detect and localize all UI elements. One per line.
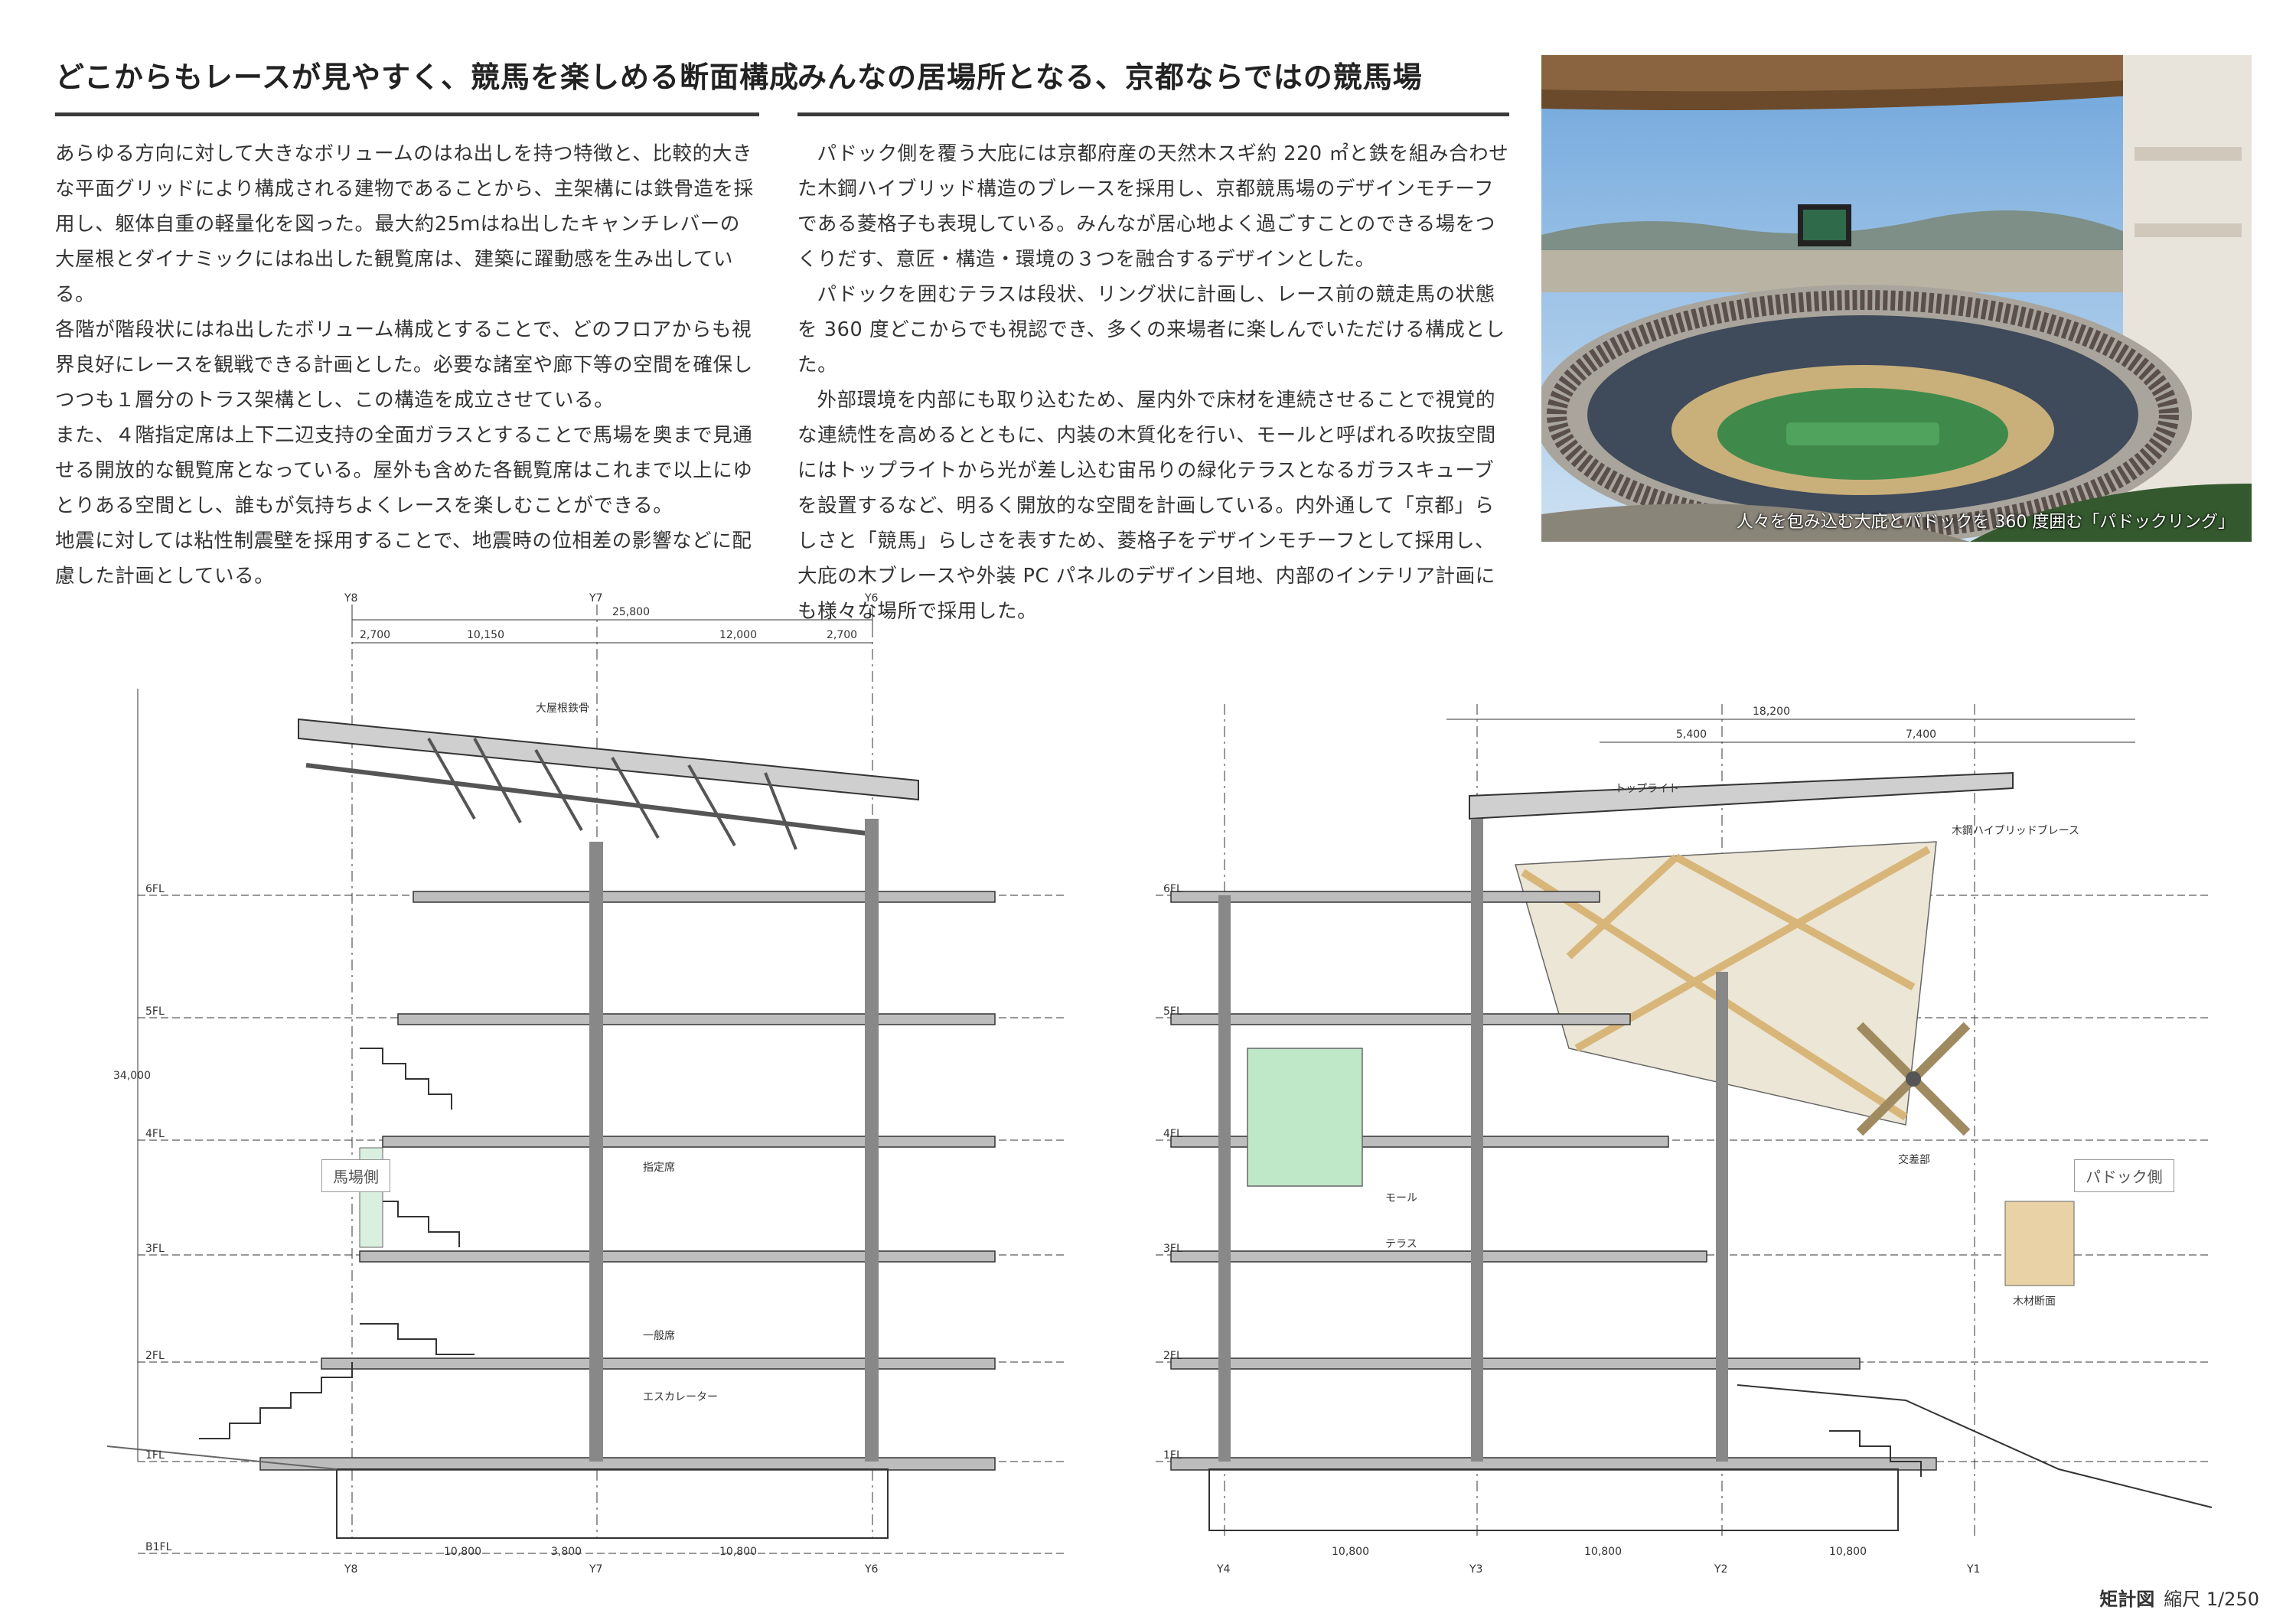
left-body: あらゆる方向に対して大きなボリュームのはね出しを持つ特徴と、比較的大きな平面グリ… bbox=[55, 136, 759, 594]
dim-bottom: 10,800 bbox=[1584, 1546, 1622, 1558]
dim-top-4: 2,700 bbox=[827, 629, 857, 641]
middle-paragraph: 外部環境を内部にも取り込むため、屋内外で床材を連続させることで視覚的な連続性を高… bbox=[797, 389, 1496, 623]
floor-label: 5FL bbox=[145, 1005, 165, 1018]
grid-label-bottom: Y6 bbox=[864, 1563, 879, 1576]
dim-bottom: 10,800 bbox=[1829, 1546, 1867, 1558]
dim-bottom: 10,800 bbox=[444, 1546, 481, 1558]
section-drawing-paddockside: 18,200 5,400 7,400 Y4 Y3 Y2 Y1 10,800 10… bbox=[1140, 589, 2273, 1584]
callout: トップライト bbox=[1615, 783, 1679, 795]
left-paragraph: 各階が階段状にはね出したボリューム構成とすることで、どのフロアからも視界良好にレ… bbox=[55, 318, 753, 412]
dim-top-1: 2,700 bbox=[360, 629, 390, 641]
callout: モール bbox=[1385, 1192, 1417, 1204]
left-paragraph: あらゆる方向に対して大きなボリュームのはね出しを持つ特徴と、比較的大きな平面グリ… bbox=[55, 142, 754, 306]
floor-label: 1FL bbox=[145, 1449, 165, 1462]
grid-label-bottom: Y1 bbox=[1966, 1563, 1980, 1576]
section-drawing-trackside: 25,800 2,700 10,150 12,000 2,700 Y8 Y7 Y… bbox=[106, 589, 1125, 1584]
callout: テラス bbox=[1385, 1238, 1417, 1250]
left-heading: どこからもレースが見やすく、競馬を楽しめる断面構成 bbox=[55, 54, 798, 116]
floor-label: 6FL bbox=[1163, 883, 1182, 895]
callout: 大屋根鉄骨 bbox=[536, 702, 589, 715]
middle-body: パドック側を覆う大庇には京都府産の天然木スギ約 220 ㎡と鉄を組み合わせた木鋼… bbox=[797, 136, 1509, 629]
dim-top-total: 18,200 bbox=[1753, 706, 1790, 718]
middle-heading: みんなの居場所となる、京都ならではの競馬場 bbox=[797, 54, 1509, 116]
middle-paragraph: パドック側を覆う大庇には京都府産の天然木スギ約 220 ㎡と鉄を組み合わせた木鋼… bbox=[797, 142, 1509, 271]
left-paragraph: また、４階指定席は上下二辺支持の全面ガラスとすることで馬場を奥まで見通せる開放的… bbox=[55, 424, 753, 517]
floor-label: 1FL bbox=[1163, 1449, 1182, 1462]
paddockside-label: パドック側 bbox=[2074, 1159, 2174, 1192]
left-text-column: どこからもレースが見やすく、競馬を楽しめる断面構成 あらゆる方向に対して大きなボ… bbox=[55, 54, 798, 594]
floor-label: 4FL bbox=[145, 1128, 165, 1140]
dim-top-2: 7,400 bbox=[1906, 728, 1936, 741]
floor-label: 3FL bbox=[1163, 1243, 1182, 1255]
detail-label: 交差部 bbox=[1898, 1153, 1930, 1166]
floor-label: B1FL bbox=[145, 1541, 172, 1553]
callout: エスカレーター bbox=[643, 1391, 718, 1403]
grid-label-bottom: Y3 bbox=[1469, 1563, 1482, 1576]
scale-title: 矩計図 bbox=[2099, 1589, 2155, 1610]
grid-label: Y6 bbox=[864, 592, 879, 605]
floor-label: 3FL bbox=[145, 1243, 165, 1255]
floor-label: 2FL bbox=[1163, 1350, 1182, 1362]
scale-note: 矩計図縮尺 1/250 bbox=[2099, 1584, 2259, 1611]
left-paragraph: 地震に対しては粘性制震壁を採用することで、地震時の位相差の影響などに配慮した計画… bbox=[55, 530, 752, 588]
callout: 木鋼ハイブリッドブレース bbox=[1952, 824, 2079, 837]
dim-top-total: 25,800 bbox=[612, 606, 650, 618]
middle-paragraph: パドックを囲むテラスは段状、リング状に計画し、レース前の競走馬の状態を 360 … bbox=[797, 283, 1505, 376]
floor-label: 2FL bbox=[145, 1350, 165, 1362]
photo-caption: 人々を包み込む大庇とパドックを 360 度囲む「パドックリング」 bbox=[1736, 513, 2235, 532]
dim-height: 34,000 bbox=[113, 1070, 151, 1082]
paddock-photo-illustration bbox=[1541, 55, 2252, 542]
grid-label: Y7 bbox=[589, 592, 602, 605]
callout: 一般席 bbox=[643, 1330, 675, 1342]
grid-label-bottom: Y4 bbox=[1216, 1563, 1231, 1576]
dim-top-2: 10,150 bbox=[467, 629, 504, 641]
grid-label-bottom: Y7 bbox=[589, 1563, 602, 1576]
dim-bottom: 10,800 bbox=[1332, 1546, 1369, 1558]
scale-value: 縮尺 1/250 bbox=[2164, 1589, 2259, 1610]
trackside-section-svg: 25,800 2,700 10,150 12,000 2,700 Y8 Y7 Y… bbox=[106, 592, 1064, 1576]
floor-label: 6FL bbox=[145, 883, 165, 895]
dim-bottom: 3,800 bbox=[551, 1546, 582, 1558]
floor-label: 5FL bbox=[1163, 1005, 1182, 1018]
grid-label: Y8 bbox=[344, 592, 357, 605]
grid-label-bottom: Y8 bbox=[344, 1563, 357, 1576]
detail-label: 木材断面 bbox=[2013, 1295, 2056, 1308]
paddockside-section-svg: 18,200 5,400 7,400 Y4 Y3 Y2 Y1 10,800 10… bbox=[1156, 704, 2213, 1576]
callout: 指定席 bbox=[643, 1162, 675, 1174]
trackside-label: 馬場側 bbox=[321, 1159, 390, 1192]
dim-top-1: 5,400 bbox=[1676, 728, 1707, 741]
paddock-photo: 人々を包み込む大庇とパドックを 360 度囲む「パドックリング」 bbox=[1541, 55, 2252, 542]
dim-top-3: 12,000 bbox=[719, 629, 757, 641]
floor-label: 4FL bbox=[1163, 1128, 1182, 1140]
middle-text-column: みんなの居場所となる、京都ならではの競馬場 パドック側を覆う大庇には京都府産の天… bbox=[797, 54, 1509, 629]
grid-label-bottom: Y2 bbox=[1714, 1563, 1727, 1576]
dim-bottom: 10,800 bbox=[719, 1546, 757, 1558]
